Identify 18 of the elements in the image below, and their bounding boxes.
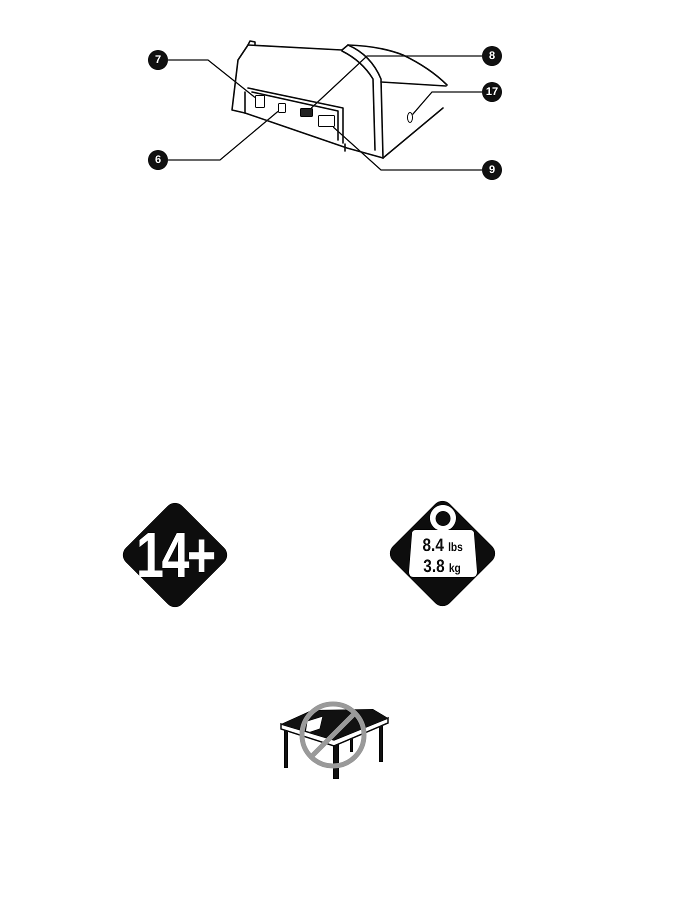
callout-number: 6	[148, 150, 168, 170]
weight-label: 8.4 lbs	[422, 536, 463, 557]
hole	[407, 112, 413, 123]
power-port	[318, 115, 335, 127]
network-port	[255, 95, 265, 108]
leader-line	[168, 110, 278, 161]
leader-line	[412, 91, 482, 116]
leader-line	[310, 55, 482, 108]
age-label: 14+	[136, 523, 214, 587]
weight-label: 3.8 kg	[424, 557, 462, 578]
usb-port	[278, 103, 286, 113]
callout-number: 17	[482, 82, 502, 102]
callout-number: 8	[482, 46, 502, 66]
leader-line	[332, 126, 482, 171]
callout-number: 9	[482, 160, 502, 180]
leader-line	[168, 59, 256, 98]
usb-port	[300, 108, 313, 117]
callout-number: 7	[148, 50, 168, 70]
